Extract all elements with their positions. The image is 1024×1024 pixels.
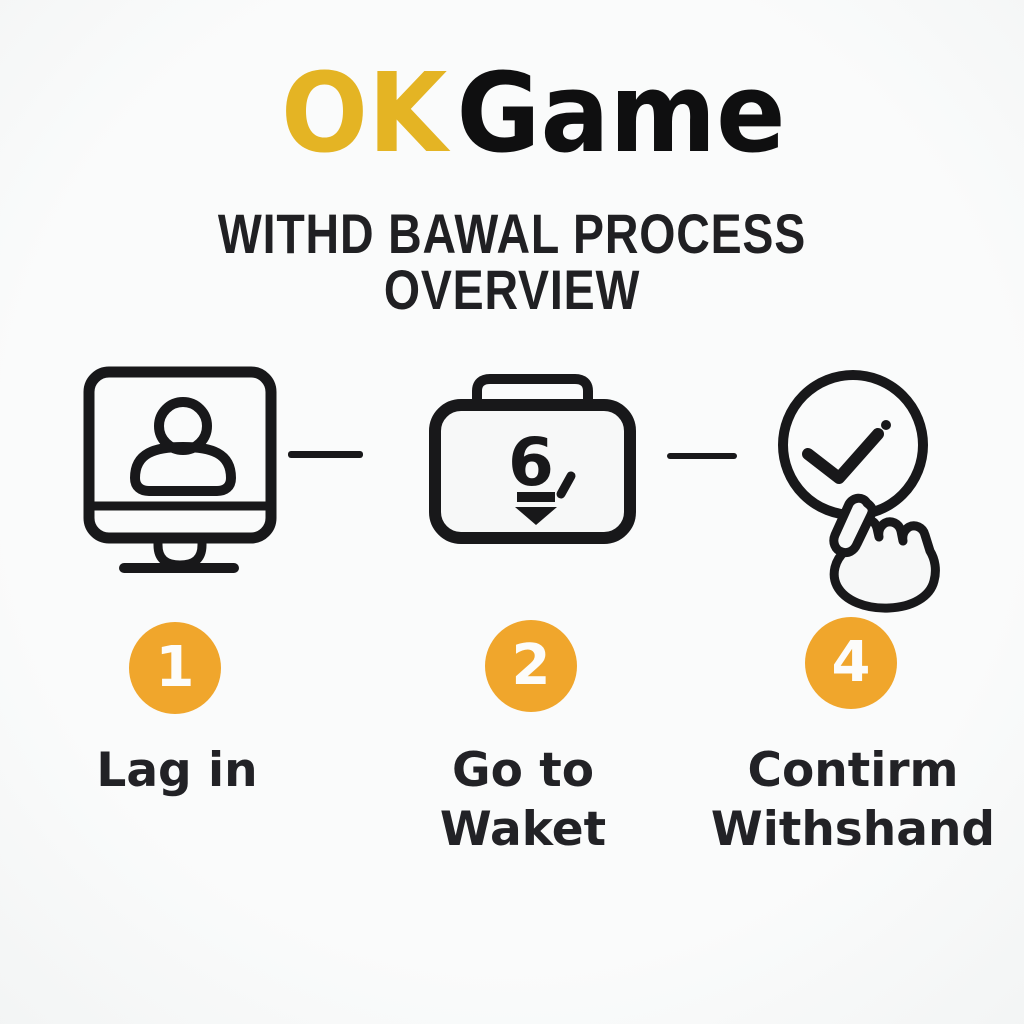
hand-index-finger	[829, 493, 877, 558]
glyph-tick-mark	[556, 471, 576, 499]
page-title: OKGame	[21, 58, 1024, 168]
step-2-number: 2	[511, 633, 551, 698]
step-3-label: Contirm Withshand	[643, 741, 1024, 859]
connector-line-1	[288, 451, 363, 458]
step-3-label-line-2: Withshand	[710, 802, 996, 857]
briefcase-handle	[472, 374, 593, 413]
brand-logo: OKGame	[281, 58, 786, 168]
withdraw-down-arrow	[515, 507, 557, 525]
check-mark	[802, 428, 884, 484]
user-shoulders	[130, 442, 236, 496]
step-3-label-line-1: Contirm	[747, 743, 959, 798]
step-2-number-badge: 2	[485, 620, 577, 712]
confirm-circle	[778, 370, 928, 520]
step-1-number: 1	[155, 635, 195, 700]
wallet-currency-glyph: 6	[508, 424, 554, 501]
brand-ok-text: OK	[280, 49, 447, 177]
step-3-number-badge: 4	[805, 617, 897, 709]
step-1-label: Lag in	[0, 741, 387, 800]
withdraw-bar	[517, 492, 555, 502]
connector-line-2	[667, 453, 737, 459]
check-end-dot	[881, 420, 891, 430]
step-2-label: Go to Waket	[313, 741, 733, 859]
monitor-user-icon	[83, 366, 277, 573]
step-1-label-line-1: Lag in	[96, 743, 258, 798]
step-1-number-badge: 1	[129, 622, 221, 714]
wallet-withdraw-icon: 6	[429, 374, 636, 544]
step-3-number: 4	[831, 630, 871, 695]
briefcase-body	[429, 399, 636, 544]
subtitle-text: WITHD BAWAL PROCESS OVERVIEW	[217, 202, 807, 321]
step-2-label-line-1: Go to	[452, 743, 594, 798]
step-2-label-line-2: Waket	[439, 802, 607, 857]
confirm-click-icon	[778, 370, 940, 613]
monitor-screen	[83, 366, 277, 544]
brand-game-text: Game	[456, 49, 786, 177]
